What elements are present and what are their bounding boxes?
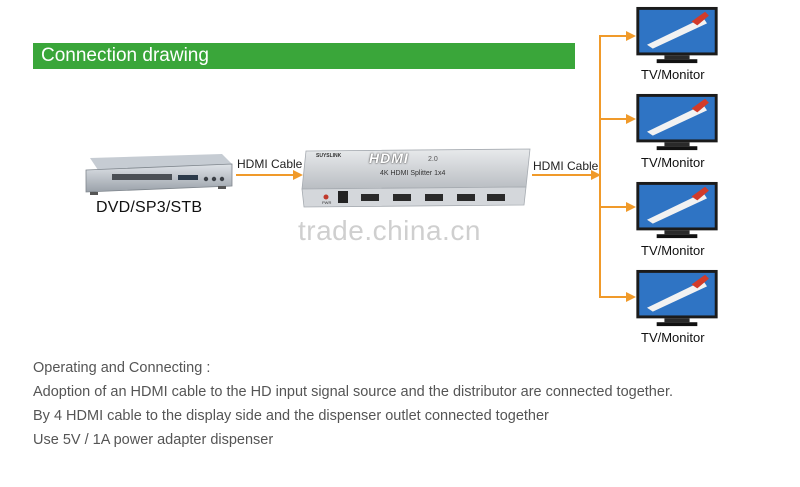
- distribution-bus-line: [599, 35, 601, 298]
- tv-monitor-label: TV/Monitor: [641, 155, 705, 170]
- splitter-model-label: 4K HDMI Splitter 1x4: [380, 170, 446, 177]
- description-line: By 4 HDMI cable to the display side and …: [33, 408, 549, 424]
- description-line: Use 5V / 1A power adapter dispenser: [33, 432, 274, 448]
- output-arrow-icon: [591, 170, 601, 180]
- input-cable-label: HDMI Cable: [237, 157, 303, 171]
- hdmi-splitter-image: [301, 148, 531, 208]
- section-title-banner: Connection drawing: [33, 43, 575, 69]
- output-cable-label: HDMI Cable: [533, 159, 599, 173]
- watermark-text: trade.china.cn: [298, 215, 481, 246]
- tv-monitor-label: TV/Monitor: [641, 67, 705, 82]
- input-cable-line: [236, 174, 296, 176]
- tv-monitor-label: TV/Monitor: [641, 330, 705, 345]
- branch-arrow-icon: [626, 292, 636, 302]
- tv-monitor-icon: [636, 6, 718, 64]
- dvd-player-image: [85, 154, 233, 195]
- branch-line-4: [599, 296, 629, 298]
- tv-monitor-icon: [636, 181, 718, 239]
- branch-line-3: [599, 206, 629, 208]
- hdmi-logo: HDMI: [369, 150, 409, 166]
- branch-arrow-icon: [626, 31, 636, 41]
- branch-arrow-icon: [626, 202, 636, 212]
- tv-monitor-icon: [636, 269, 718, 327]
- description-heading: Operating and Connecting :: [33, 360, 211, 376]
- tv-monitor-icon: [636, 93, 718, 151]
- input-arrow-icon: [293, 170, 303, 180]
- branch-line-2: [599, 118, 629, 120]
- splitter-brand-label: SUYSLINK: [316, 153, 342, 159]
- tv-monitor-label: TV/Monitor: [641, 243, 705, 258]
- branch-arrow-icon: [626, 114, 636, 124]
- source-device-label: DVD/SP3/STB: [96, 199, 203, 216]
- hdmi-version-label: 2.0: [428, 156, 438, 163]
- description-line: Adoption of an HDMI cable to the HD inpu…: [33, 384, 673, 400]
- output-cable-line: [532, 174, 594, 176]
- power-port-label: PWR: [322, 200, 332, 205]
- branch-line-1: [599, 35, 629, 37]
